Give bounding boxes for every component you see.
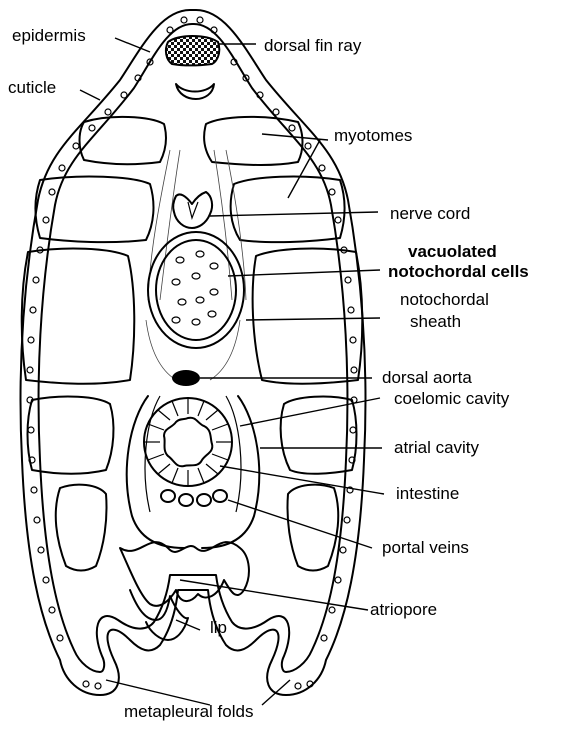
intestine-lumen bbox=[164, 418, 212, 467]
label-coelomic-cavity: coelomic cavity bbox=[394, 389, 509, 408]
label-notochordal-sheath-line1: notochordal bbox=[400, 290, 489, 309]
atriopore-fold bbox=[120, 542, 249, 606]
body-outline-outer bbox=[21, 10, 366, 695]
vacuolated-notochordal-cells bbox=[172, 251, 218, 325]
notochordal-sheath bbox=[148, 232, 244, 348]
label-epidermis: epidermis bbox=[12, 26, 86, 45]
label-atriopore: atriopore bbox=[370, 600, 437, 619]
label-dorsal-fin-ray: dorsal fin ray bbox=[264, 36, 361, 55]
label-myotomes: myotomes bbox=[334, 126, 412, 145]
epidermis-cells bbox=[27, 17, 357, 689]
fin-chamber bbox=[176, 84, 214, 99]
label-portal-veins: portal veins bbox=[382, 538, 469, 557]
label-notochordal-sheath-line2: sheath bbox=[410, 312, 461, 331]
nerve-cord bbox=[173, 192, 212, 228]
label-intestine: intestine bbox=[396, 484, 459, 503]
dorsal-fin-ray bbox=[166, 36, 219, 66]
label-dorsal-aorta: dorsal aorta bbox=[382, 368, 472, 387]
label-nerve-cord: nerve cord bbox=[390, 204, 470, 223]
dorsal-aorta bbox=[172, 370, 200, 386]
label-cuticle: cuticle bbox=[8, 78, 56, 97]
label-metapleural-folds: metapleural folds bbox=[124, 702, 253, 721]
label-atrial-cavity: atrial cavity bbox=[394, 438, 479, 457]
portal-veins bbox=[161, 490, 227, 506]
myotomes-right bbox=[204, 117, 362, 571]
label-lip: lip bbox=[210, 618, 227, 637]
atrial-wall-right bbox=[202, 396, 259, 548]
label-vacuolated-line2: notochordal cells bbox=[388, 262, 529, 281]
label-vacuolated-line1: vacuolated bbox=[408, 242, 497, 261]
